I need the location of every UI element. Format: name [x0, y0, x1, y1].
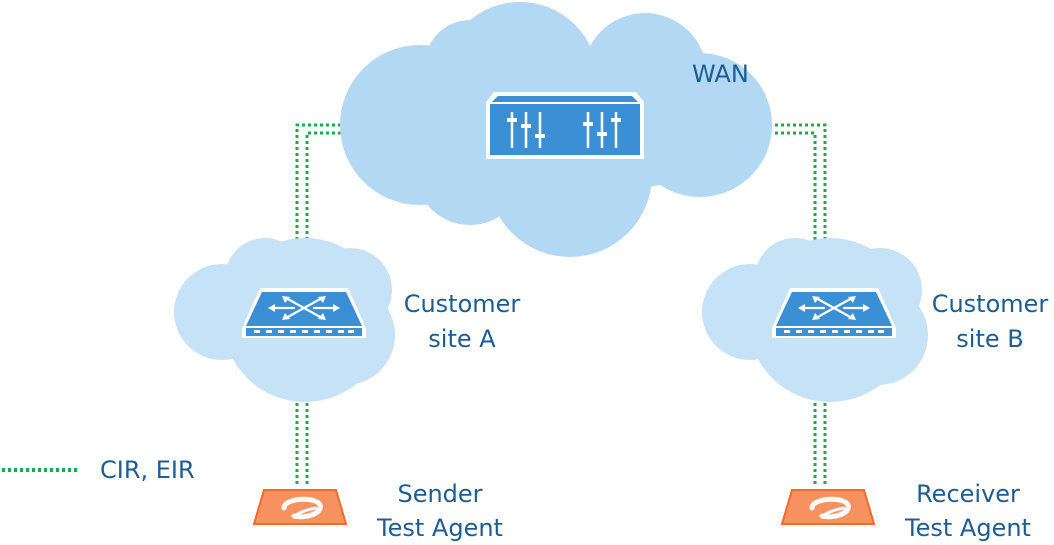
- receiver-label-line2: Test Agent: [904, 514, 1031, 542]
- switch-icon: [240, 286, 368, 340]
- link-a-to-wan: [295, 123, 342, 240]
- sender-label-line1: Sender: [397, 480, 482, 508]
- legend-label: CIR, EIR: [100, 456, 195, 484]
- test-agent-icon: [250, 486, 350, 526]
- site-a-label-line1: Customer: [404, 290, 521, 318]
- site-b-label-line2: site B: [956, 325, 1023, 353]
- site-a-label-line2: site A: [428, 325, 496, 353]
- link-sender-to-a: [295, 403, 309, 487]
- sender-label-line2: Test Agent: [376, 514, 503, 542]
- link-b-to-wan: [772, 123, 827, 240]
- link-receiver-to-b: [813, 403, 827, 487]
- site-b-label-line1: Customer: [932, 290, 1049, 318]
- wan-router-icon: [486, 92, 644, 159]
- test-agent-icon: [778, 486, 878, 526]
- wan-label: WAN: [692, 60, 749, 88]
- switch-icon: [770, 286, 898, 340]
- receiver-label-line1: Receiver: [916, 480, 1020, 508]
